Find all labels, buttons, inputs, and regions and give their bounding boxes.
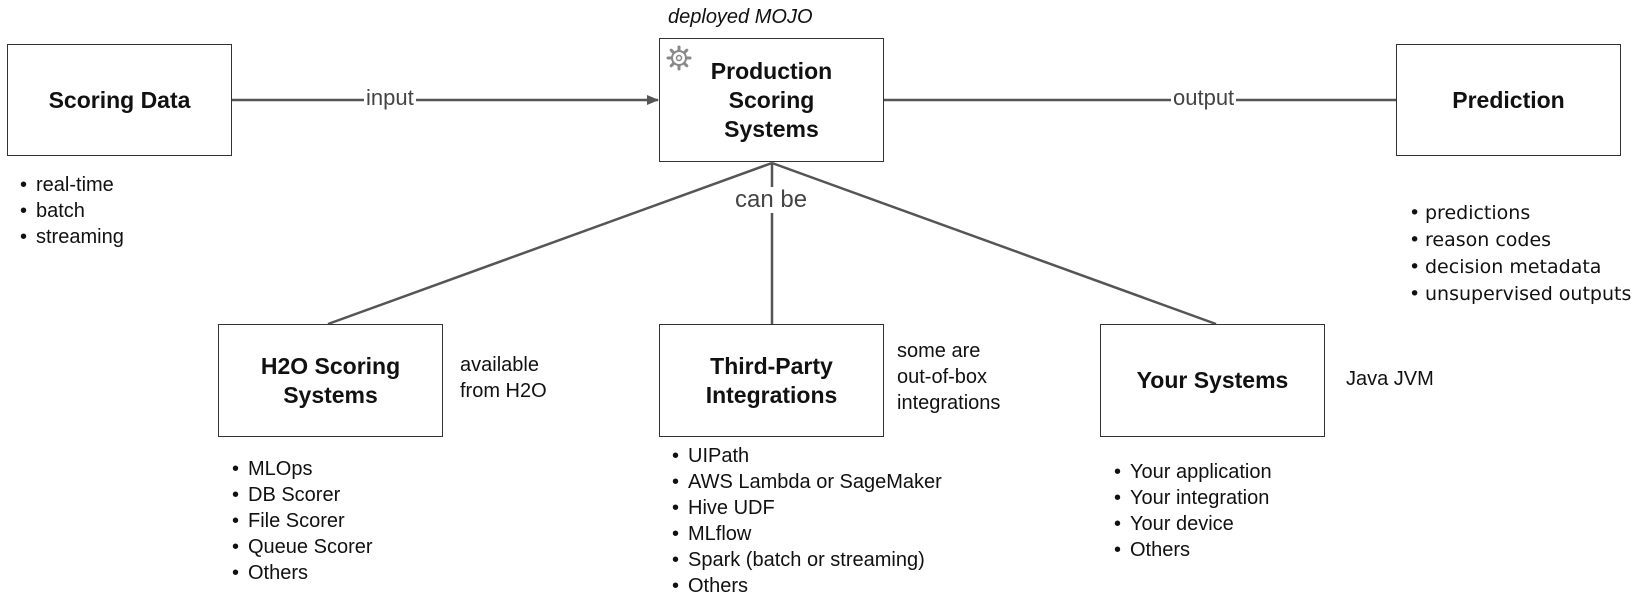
your-systems-list: Your application Your integration Your d… — [1114, 459, 1272, 563]
your-systems-note: Java JVM — [1346, 368, 1434, 390]
list-item: real-time — [20, 172, 124, 198]
list-item: Hive UDF — [672, 495, 942, 521]
scoring-data-box: Scoring Data — [7, 44, 232, 156]
list-item: UIPath — [672, 443, 942, 469]
h2o-connector — [327, 161, 773, 326]
list-item: DB Scorer — [232, 482, 373, 508]
list-item: Queue Scorer — [232, 534, 373, 560]
list-item: Others — [232, 560, 373, 586]
h2o-scoring-title: H2O Scoring Systems — [260, 352, 401, 408]
list-item: Spark (batch or streaming) — [672, 547, 942, 573]
gear-icon — [666, 45, 692, 71]
list-item: streaming — [20, 224, 124, 250]
deployed-mojo-label: deployed MOJO — [668, 6, 813, 28]
h2o-list: MLOps DB Scorer File Scorer Queue Scorer… — [232, 456, 373, 586]
list-item: Others — [672, 573, 942, 599]
third-party-title: Third-Party Integrations — [705, 352, 838, 408]
list-item: decision metadata — [1409, 254, 1631, 281]
list-item: reason codes — [1409, 227, 1631, 254]
list-item: batch — [20, 198, 124, 224]
list-item: Your application — [1114, 459, 1272, 485]
prediction-box: Prediction — [1396, 44, 1621, 156]
list-item: Your integration — [1114, 485, 1272, 511]
production-scoring-box: Production Scoring Systems — [659, 38, 884, 162]
list-item: Others — [1114, 537, 1272, 563]
scoring-data-title: Scoring Data — [48, 86, 191, 113]
third-party-box: Third-Party Integrations — [659, 324, 884, 437]
list-item: AWS Lambda or SageMaker — [672, 469, 942, 495]
input-label: input — [364, 85, 416, 110]
can-be-label: can be — [733, 186, 810, 213]
h2o-note: available from H2O — [460, 354, 547, 402]
third-party-note: some are out-of-box integrations — [897, 340, 1001, 414]
output-label: output — [1171, 85, 1237, 110]
list-item: File Scorer — [232, 508, 373, 534]
list-item: MLOps — [232, 456, 373, 482]
list-item: unsupervised outputs — [1409, 281, 1631, 308]
h2o-scoring-box: H2O Scoring Systems — [218, 324, 443, 437]
prediction-title: Prediction — [1452, 86, 1565, 113]
production-scoring-title: Production Scoring Systems — [710, 57, 833, 142]
your-systems-box: Your Systems — [1100, 324, 1325, 437]
your-systems-connector — [771, 161, 1217, 326]
prediction-list: predictions reason codes decision metada… — [1409, 200, 1631, 308]
your-systems-title: Your Systems — [1136, 367, 1289, 393]
third-party-list: UIPath AWS Lambda or SageMaker Hive UDF … — [672, 443, 942, 599]
scoring-data-list: real-time batch streaming — [20, 172, 124, 250]
list-item: MLflow — [672, 521, 942, 547]
list-item: Your device — [1114, 511, 1272, 537]
list-item: predictions — [1409, 200, 1631, 227]
